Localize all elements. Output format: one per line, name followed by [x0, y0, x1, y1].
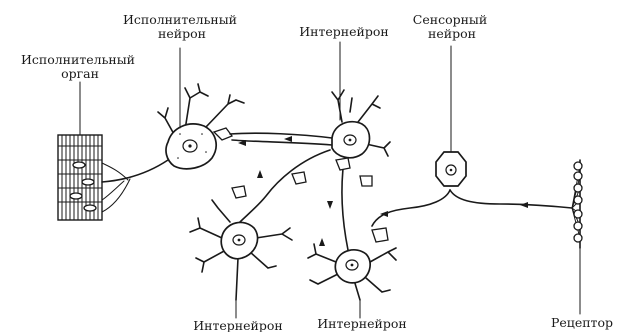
- label-sensory-neuron: Сенсорный нейрон: [413, 12, 491, 41]
- label-motor-neuron: Исполнительный нейрон: [123, 12, 241, 41]
- synapse-interneuron-5: [372, 228, 388, 242]
- motor-neuron: [102, 84, 244, 212]
- interneuron-top: [230, 90, 390, 250]
- label-interneuron-bottom-left: Интернейрон: [193, 318, 282, 332]
- label-interneuron-bottom-middle: Интернейрон: [317, 316, 406, 331]
- sensory-neuron: [372, 152, 572, 226]
- label-interneuron-top: Интернейрон: [299, 24, 388, 39]
- label-receptor: Рецептор: [551, 315, 613, 330]
- synapse-interneuron-3: [292, 172, 306, 184]
- label-effector-organ: Исполнительный орган: [21, 52, 139, 81]
- interneuron-bottom-middle: [308, 244, 396, 300]
- effector-organ: [58, 135, 102, 220]
- receptor: [572, 160, 582, 248]
- synapse-interneuron-2: [360, 176, 372, 186]
- interneuron-bottom-left: [190, 200, 292, 300]
- synapse-interneuron-4: [232, 186, 246, 198]
- synapse-interneuron-1: [336, 158, 350, 170]
